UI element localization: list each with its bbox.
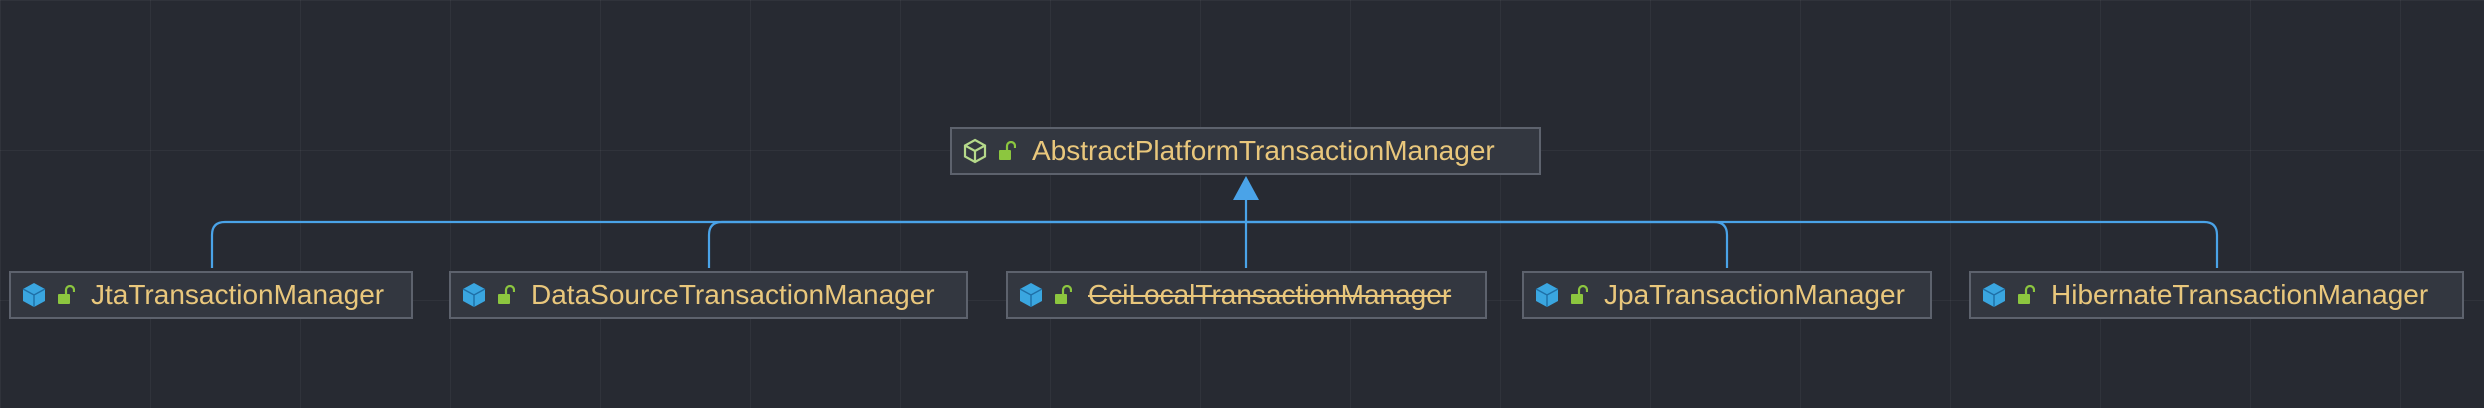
inheritance-arrowhead: [1233, 176, 1259, 200]
unlocked-icon: [1571, 285, 1588, 304]
edge-datasource: [707, 220, 1246, 268]
abstract-class-icon: [963, 138, 987, 164]
class-node-jpatransactionmanager[interactable]: JpaTransactionManager: [1522, 271, 1932, 319]
class-node-ccilocaltransactionmanager[interactable]: CciLocalTransactionManager: [1006, 271, 1487, 319]
class-label: HibernateTransactionManager: [2051, 279, 2429, 310]
class-icon: [1019, 283, 1043, 307]
class-label: JpaTransactionManager: [1604, 279, 1905, 310]
unlocked-icon: [58, 285, 75, 304]
unlocked-icon: [1055, 285, 1072, 304]
unlocked-icon: [498, 285, 515, 304]
class-label: AbstractPlatformTransactionManager: [1032, 135, 1495, 166]
class-node-datasourcetransactionmanager[interactable]: DataSourceTransactionManager: [449, 271, 968, 319]
edge-hibernate: [1246, 220, 2219, 268]
class-node-jtatransactionmanager[interactable]: JtaTransactionManager: [9, 271, 413, 319]
unlocked-icon: [2018, 285, 2035, 304]
class-label: JtaTransactionManager: [91, 279, 385, 310]
edge-jta: [210, 220, 1246, 268]
class-node-hibernatetransactionmanager[interactable]: HibernateTransactionManager: [1969, 271, 2464, 319]
class-label: DataSourceTransactionManager: [531, 279, 935, 310]
edge-jpa: [1246, 220, 1729, 268]
class-label-deprecated: CciLocalTransactionManager: [1088, 279, 1452, 310]
class-icon: [462, 283, 486, 307]
class-node-abstractplatformtransactionmanager[interactable]: AbstractPlatformTransactionManager: [950, 127, 1541, 175]
unlocked-icon: [999, 141, 1016, 160]
class-icon: [1535, 283, 1559, 307]
class-icon: [22, 283, 46, 307]
class-icon: [1982, 283, 2006, 307]
